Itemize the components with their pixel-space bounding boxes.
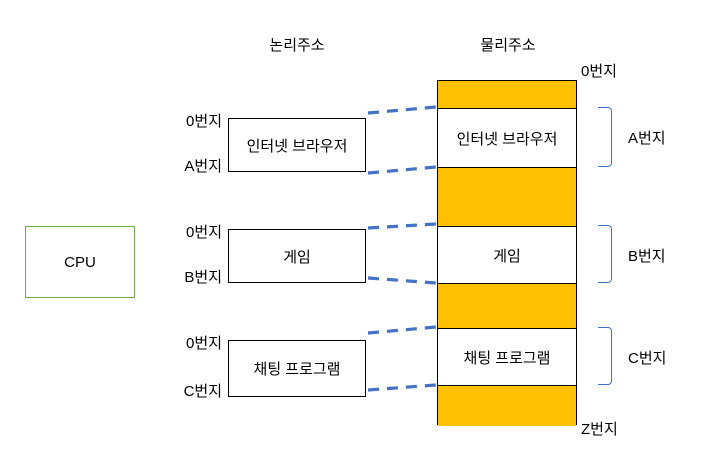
- memory-band-free-3: [438, 386, 576, 426]
- memory-band-free-1: [438, 168, 576, 226]
- physical-address-title: 물리주소: [480, 37, 536, 54]
- logical-block-0: 인터넷 브라우저: [228, 118, 366, 172]
- logical-block-2-end-label: C번지: [183, 383, 222, 400]
- bracket-b-label: B번지: [628, 248, 666, 265]
- connector-chat-bottom: [367, 383, 437, 392]
- logical-block-0-end-label: A번지: [184, 158, 222, 175]
- logical-block-1-label: 게임: [283, 248, 311, 266]
- logical-block-0-start-label: 0번지: [186, 113, 222, 130]
- bracket-c: [598, 327, 612, 385]
- cpu-label: CPU: [64, 253, 96, 271]
- cpu-box: CPU: [25, 226, 135, 298]
- logical-block-2: 채팅 프로그램: [228, 340, 366, 397]
- logical-block-1: 게임: [228, 229, 366, 283]
- bracket-c-label: C번지: [628, 350, 667, 367]
- memory-band-browser-label: 인터넷 브라우저: [456, 130, 558, 148]
- memory-band-browser: 인터넷 브라우저: [438, 108, 576, 168]
- bracket-a: [598, 107, 612, 167]
- connector-browser-top: [367, 105, 437, 115]
- connector-chat-top: [367, 325, 437, 335]
- logical-block-2-label: 채팅 프로그램: [253, 361, 341, 378]
- connector-browser-bottom: [367, 165, 437, 175]
- connector-game-bottom: [367, 276, 437, 285]
- logical-block-2-start-label: 0번지: [186, 335, 222, 352]
- memory-band-free-2: [438, 284, 576, 328]
- physical-memory-column: 인터넷 브라우저 게임 채팅 프로그램: [437, 80, 577, 426]
- physical-bottom-label: Z번지: [581, 421, 618, 438]
- memory-band-free-0: [438, 81, 576, 108]
- logical-block-1-start-label: 0번지: [186, 224, 222, 241]
- bracket-b: [598, 225, 612, 283]
- memory-band-game-label: 게임: [493, 247, 521, 265]
- logical-address-title: 논리주소: [269, 37, 325, 54]
- physical-top-label: 0번지: [581, 63, 617, 80]
- bracket-a-label: A번지: [628, 130, 666, 147]
- connector-game-top: [367, 222, 437, 230]
- memory-band-chat: 채팅 프로그램: [438, 328, 576, 386]
- logical-block-1-end-label: B번지: [184, 269, 222, 286]
- logical-block-0-label: 인터넷 브라우저: [246, 137, 348, 155]
- memory-band-chat-label: 채팅 프로그램: [463, 349, 551, 367]
- memory-band-game: 게임: [438, 226, 576, 284]
